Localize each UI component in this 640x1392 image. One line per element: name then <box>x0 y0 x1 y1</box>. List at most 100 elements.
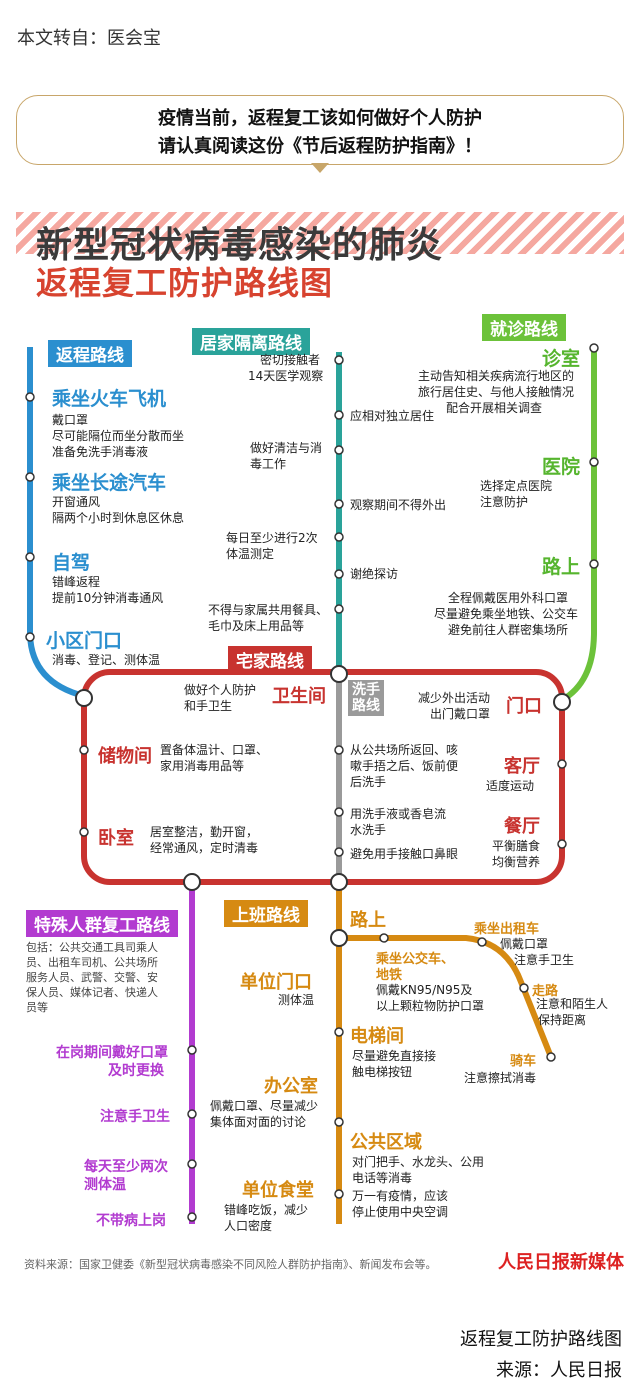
room-desc: 减少外出活动 <box>418 691 491 705</box>
data-source: 资料来源：国家卫健委《新型冠状病毒感染不同风险人群防护指南》、新闻发布会等。 <box>24 1258 437 1271</box>
stop-bus-subway: 乘坐公交车、 <box>376 952 455 967</box>
wash-step: 用洗手液或香皂流 <box>350 807 447 821</box>
stop-walk: 走路 <box>532 984 559 999</box>
stop-train-plane: 乘坐火车飞机 <box>52 388 167 410</box>
stop-desc: 以上颗粒物防护口罩 <box>376 999 485 1013</box>
room-storage: 储物间 <box>98 746 152 767</box>
stop-desc: 错峰吃饭，减少 <box>224 1203 309 1217</box>
stop-desc: 尽可能隔位而坐分散而坐 <box>52 429 185 443</box>
title-stripe <box>16 212 624 254</box>
stop-desc: 开窗通风 <box>52 495 101 509</box>
isolation-note: 不得与家属共用餐具、 <box>208 603 329 617</box>
special-intro: 员等 <box>26 1001 48 1014</box>
stop-desc: 避免前往人群密集场所 <box>448 623 569 637</box>
stop-desc: 旅行居住史、与他人接触情况 <box>418 385 575 399</box>
transfer-station <box>553 693 571 711</box>
stop-desc: 对门把手、水龙头、公用 <box>352 1155 485 1169</box>
isolation-note: 毒工作 <box>250 457 287 471</box>
stop-desc: 配合开展相关调查 <box>446 401 543 415</box>
banner-line-1: 疫情当前，返程复工该如何做好个人防护 <box>158 108 482 129</box>
isolation-note: 应相对独立居住 <box>350 409 435 423</box>
special-item: 及时更换 <box>108 1063 164 1079</box>
poster-title: 新型冠状病毒感染的肺炎 <box>36 225 444 266</box>
transfer-station <box>183 873 201 891</box>
stop-clinic-room: 诊室 <box>542 348 581 370</box>
stop-desc: 集体面对面的讨论 <box>210 1115 307 1129</box>
stop-desc: 佩戴口罩、尽量减少 <box>210 1099 319 1113</box>
isolation-note: 密切接触者 <box>260 353 321 367</box>
wash-step: 后洗手 <box>350 775 387 789</box>
banner-pointer <box>311 163 329 173</box>
isolation-note: 每日至少进行2次 <box>226 531 318 545</box>
stop-desc: 戴口罩 <box>52 413 89 427</box>
stop-on-road: 路上 <box>542 556 581 578</box>
isolation-note: 毛巾及床上用品等 <box>208 619 305 633</box>
room-desc: 置备体温计、口罩、 <box>160 743 269 757</box>
isolation-note: 谢绝探访 <box>350 567 399 581</box>
stop-desc: 全程佩戴医用外科口罩 <box>448 591 569 605</box>
isolation-note: 体温测定 <box>226 547 275 561</box>
stop-desc: 准备免洗手消毒液 <box>52 445 149 459</box>
special-item: 在岗期间戴好口罩 <box>56 1045 168 1061</box>
stop-self-drive: 自驾 <box>52 552 91 574</box>
stop-desc: 停止使用中央空调 <box>352 1205 449 1219</box>
stop-desc: 注意擦拭消毒 <box>464 1071 537 1085</box>
route-map-poster: 新型冠状病毒感染的肺炎 返程复工防护路线图 <box>16 212 624 1282</box>
stop-canteen: 单位食堂 <box>242 1180 314 1201</box>
stop-desc: 错峰返程 <box>52 575 101 589</box>
special-item: 测体温 <box>84 1177 126 1193</box>
stop-office: 办公室 <box>264 1076 318 1097</box>
room-desc: 均衡营养 <box>492 855 541 869</box>
stop-taxi: 乘坐出租车 <box>474 922 540 937</box>
stop-desc: 触电梯按钮 <box>352 1065 413 1079</box>
room-door: 门口 <box>506 696 542 717</box>
special-item: 注意手卫生 <box>100 1109 170 1125</box>
intro-banner: 疫情当前，返程复工该如何做好个人防护 请认真阅读这份《节后返程防护指南》！ <box>16 95 624 165</box>
stop-desc: 尽量避免直接接 <box>352 1049 437 1063</box>
isolation-route-label: 居家隔离路线 <box>192 328 310 355</box>
home-route-loop <box>81 669 565 885</box>
transfer-station <box>330 929 348 947</box>
work-route-label: 上班路线 <box>224 900 308 927</box>
room-desc: 平衡膳食 <box>492 839 541 853</box>
people-daily-logo: 人民日报新媒体 <box>498 1252 624 1273</box>
room-desc: 出门戴口罩 <box>430 707 491 721</box>
room-desc: 和手卫生 <box>184 699 233 713</box>
stop-desc: 电话等消毒 <box>352 1171 413 1185</box>
stop-desc: 隔两个小时到休息区休息 <box>52 511 185 525</box>
wash-step: 水洗手 <box>350 823 387 837</box>
stop-public-area: 公共区域 <box>350 1132 422 1153</box>
home-route-label: 宅家路线 <box>228 646 312 673</box>
clinic-route-label: 就诊路线 <box>482 314 566 341</box>
commute-route-line <box>339 935 554 1059</box>
stop-desc: 选择定点医院 <box>480 479 553 493</box>
room-bedroom: 卧室 <box>98 828 134 849</box>
stop-desc: 万一有疫情，应该 <box>352 1189 449 1203</box>
special-item: 每天至少两次 <box>84 1159 168 1175</box>
special-item: 不带病上岗 <box>96 1213 166 1229</box>
isolation-note: 做好清洁与消 <box>250 441 323 455</box>
wash-step: 嗽手捂之后、饭前便 <box>350 759 459 773</box>
return-route-label: 返程路线 <box>48 340 132 367</box>
stop-desc: 佩戴KN95/N95及 <box>376 983 473 997</box>
caption-source: 来源：人民日报 <box>496 1360 622 1381</box>
room-desc: 家用消毒用品等 <box>160 759 245 773</box>
source-note: 本文转自：医会宝 <box>17 28 161 49</box>
special-intro: 服务人员、武警、交警、安 <box>26 971 158 984</box>
stop-bike: 骑车 <box>510 1054 537 1069</box>
stop-desc: 测体温 <box>278 993 315 1007</box>
special-route-label: 特殊人群复工路线 <box>26 910 178 937</box>
room-desc: 做好个人防护 <box>184 683 257 697</box>
transfer-station <box>330 873 348 891</box>
isolation-note: 14天医学观察 <box>248 369 324 383</box>
stop-desc: 佩戴口罩 <box>500 937 549 951</box>
stop-bus-subway: 地铁 <box>376 968 403 983</box>
stop-desc: 注意防护 <box>480 495 529 509</box>
stop-desc: 人口密度 <box>224 1219 273 1233</box>
stop-office-gate: 单位门口 <box>240 972 312 993</box>
stop-elevator: 电梯间 <box>350 1026 404 1047</box>
room-desc: 适度运动 <box>486 779 535 793</box>
stop-commute-road: 路上 <box>350 910 386 931</box>
transfer-station <box>330 665 348 683</box>
stop-community-gate: 小区门口 <box>46 630 123 652</box>
